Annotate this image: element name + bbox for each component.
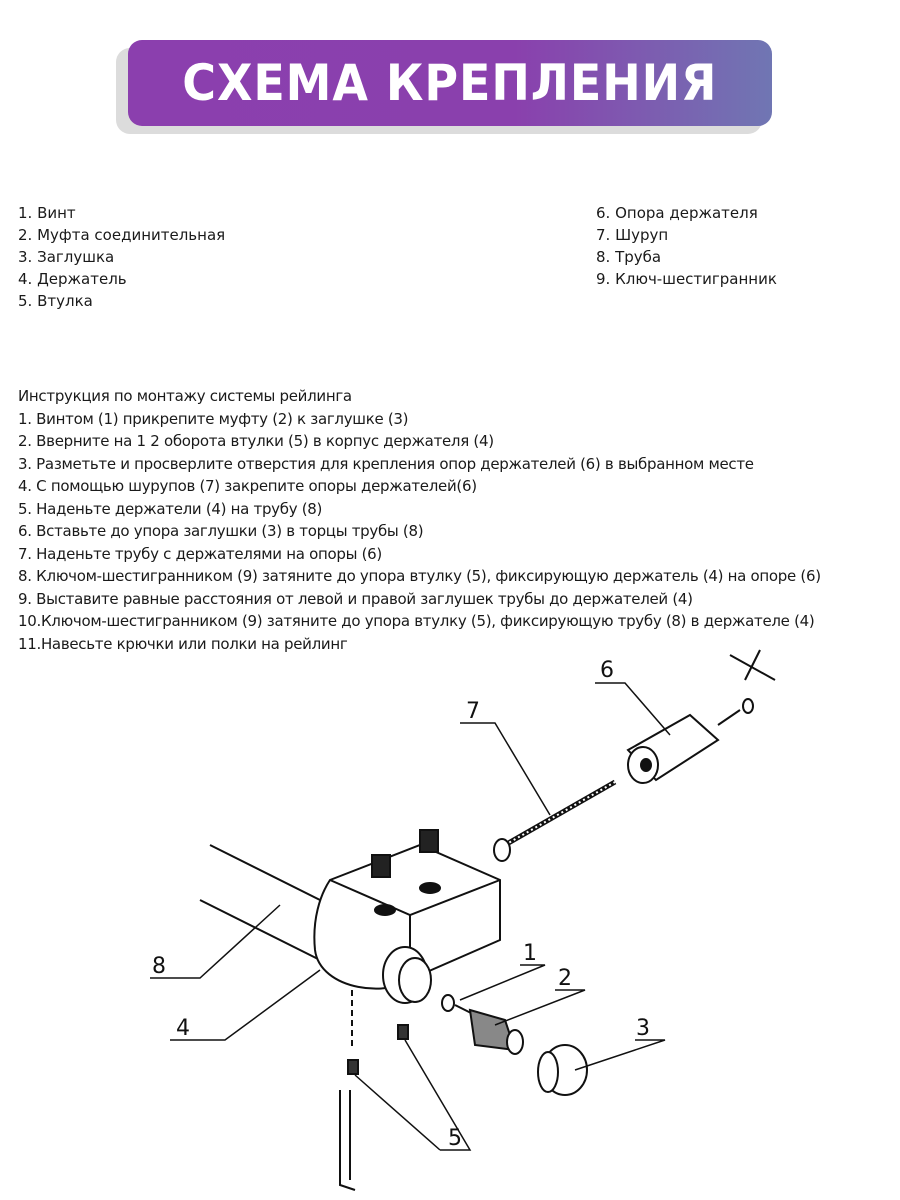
instruction-step: 8. Ключом-шестигранником (9) затяните до…	[18, 567, 821, 585]
instruction-step: 2. Вверните на 1 2 оборота втулки (5) в …	[18, 432, 494, 450]
parts-list-left: 1. Винт 2. Муфта соединительная 3. Заглу…	[18, 202, 225, 312]
part-item: 6. Опора держателя	[596, 204, 758, 222]
instruction-step: 1. Винтом (1) прикрепите муфту (2) к заг…	[18, 409, 409, 428]
part-item: 7. Шуруп	[596, 226, 669, 244]
label-2: 2	[558, 966, 572, 991]
instruction-step: 3. Разметьте и просверлите отверстия для…	[18, 454, 754, 473]
instructions-heading: Инструкция по монтажу системы рейлинга	[18, 387, 352, 405]
instruction-step: 10.Ключом-шестигранником (9) затяните до…	[18, 612, 815, 630]
holder-part-4	[313, 829, 501, 1004]
leader-lines	[150, 682, 671, 1151]
part-item: 5. Втулка	[18, 292, 93, 310]
part-item: 8. Труба	[596, 248, 662, 266]
instruction-step: 9. Выставите равные расстояния от левой …	[18, 589, 693, 608]
part-item: 9. Ключ-шестигранник	[596, 270, 777, 288]
assembly-diagram: 6 7 8 4 1 2 3 5	[150, 649, 776, 1191]
instruction-step: 7. Наденьте трубу с держателями на опоры…	[18, 544, 382, 563]
support-part-6	[626, 698, 754, 784]
label-6: 6	[600, 658, 614, 683]
pipe-part-8	[199, 844, 331, 961]
part-item: 1. Винт	[18, 204, 76, 222]
part-item: 3. Заглушка	[18, 248, 115, 266]
part-item: 4. Держатель	[18, 270, 127, 288]
label-3: 3	[636, 1016, 650, 1041]
instruction-step: 11.Навесьте крючки или полки на рейлинг	[18, 634, 348, 653]
parts-list-right: 6. Опора держателя 7. Шуруп 8. Труба 9. …	[596, 202, 777, 290]
hex-key-part-9	[339, 1090, 356, 1191]
page-title: СХЕМА КРЕПЛЕНИЯ	[182, 54, 718, 112]
label-1: 1	[523, 941, 537, 966]
instruction-step: 5. Наденьте держатели (4) на трубу (8)	[18, 499, 323, 518]
instructions: Инструкция по монтажу системы рейлинга 1…	[18, 385, 821, 655]
label-5: 5	[448, 1126, 462, 1151]
label-8: 8	[152, 954, 166, 979]
coupling-part-2	[468, 1008, 524, 1055]
label-4: 4	[176, 1016, 190, 1041]
instruction-step: 6. Вставьте до упора заглушки (3) в торц…	[18, 522, 424, 540]
cap-part-3	[537, 1044, 588, 1096]
part-item: 2. Муфта соединительная	[18, 226, 226, 244]
title-banner: СХЕМА КРЕПЛЕНИЯ	[128, 40, 772, 126]
label-7: 7	[466, 699, 480, 724]
instruction-step: 4. С помощью шурупов (7) закрепите опоры…	[18, 477, 477, 495]
sleeve-part-5	[347, 990, 409, 1075]
screw-part-7	[493, 779, 617, 862]
wall-mark	[729, 649, 776, 681]
